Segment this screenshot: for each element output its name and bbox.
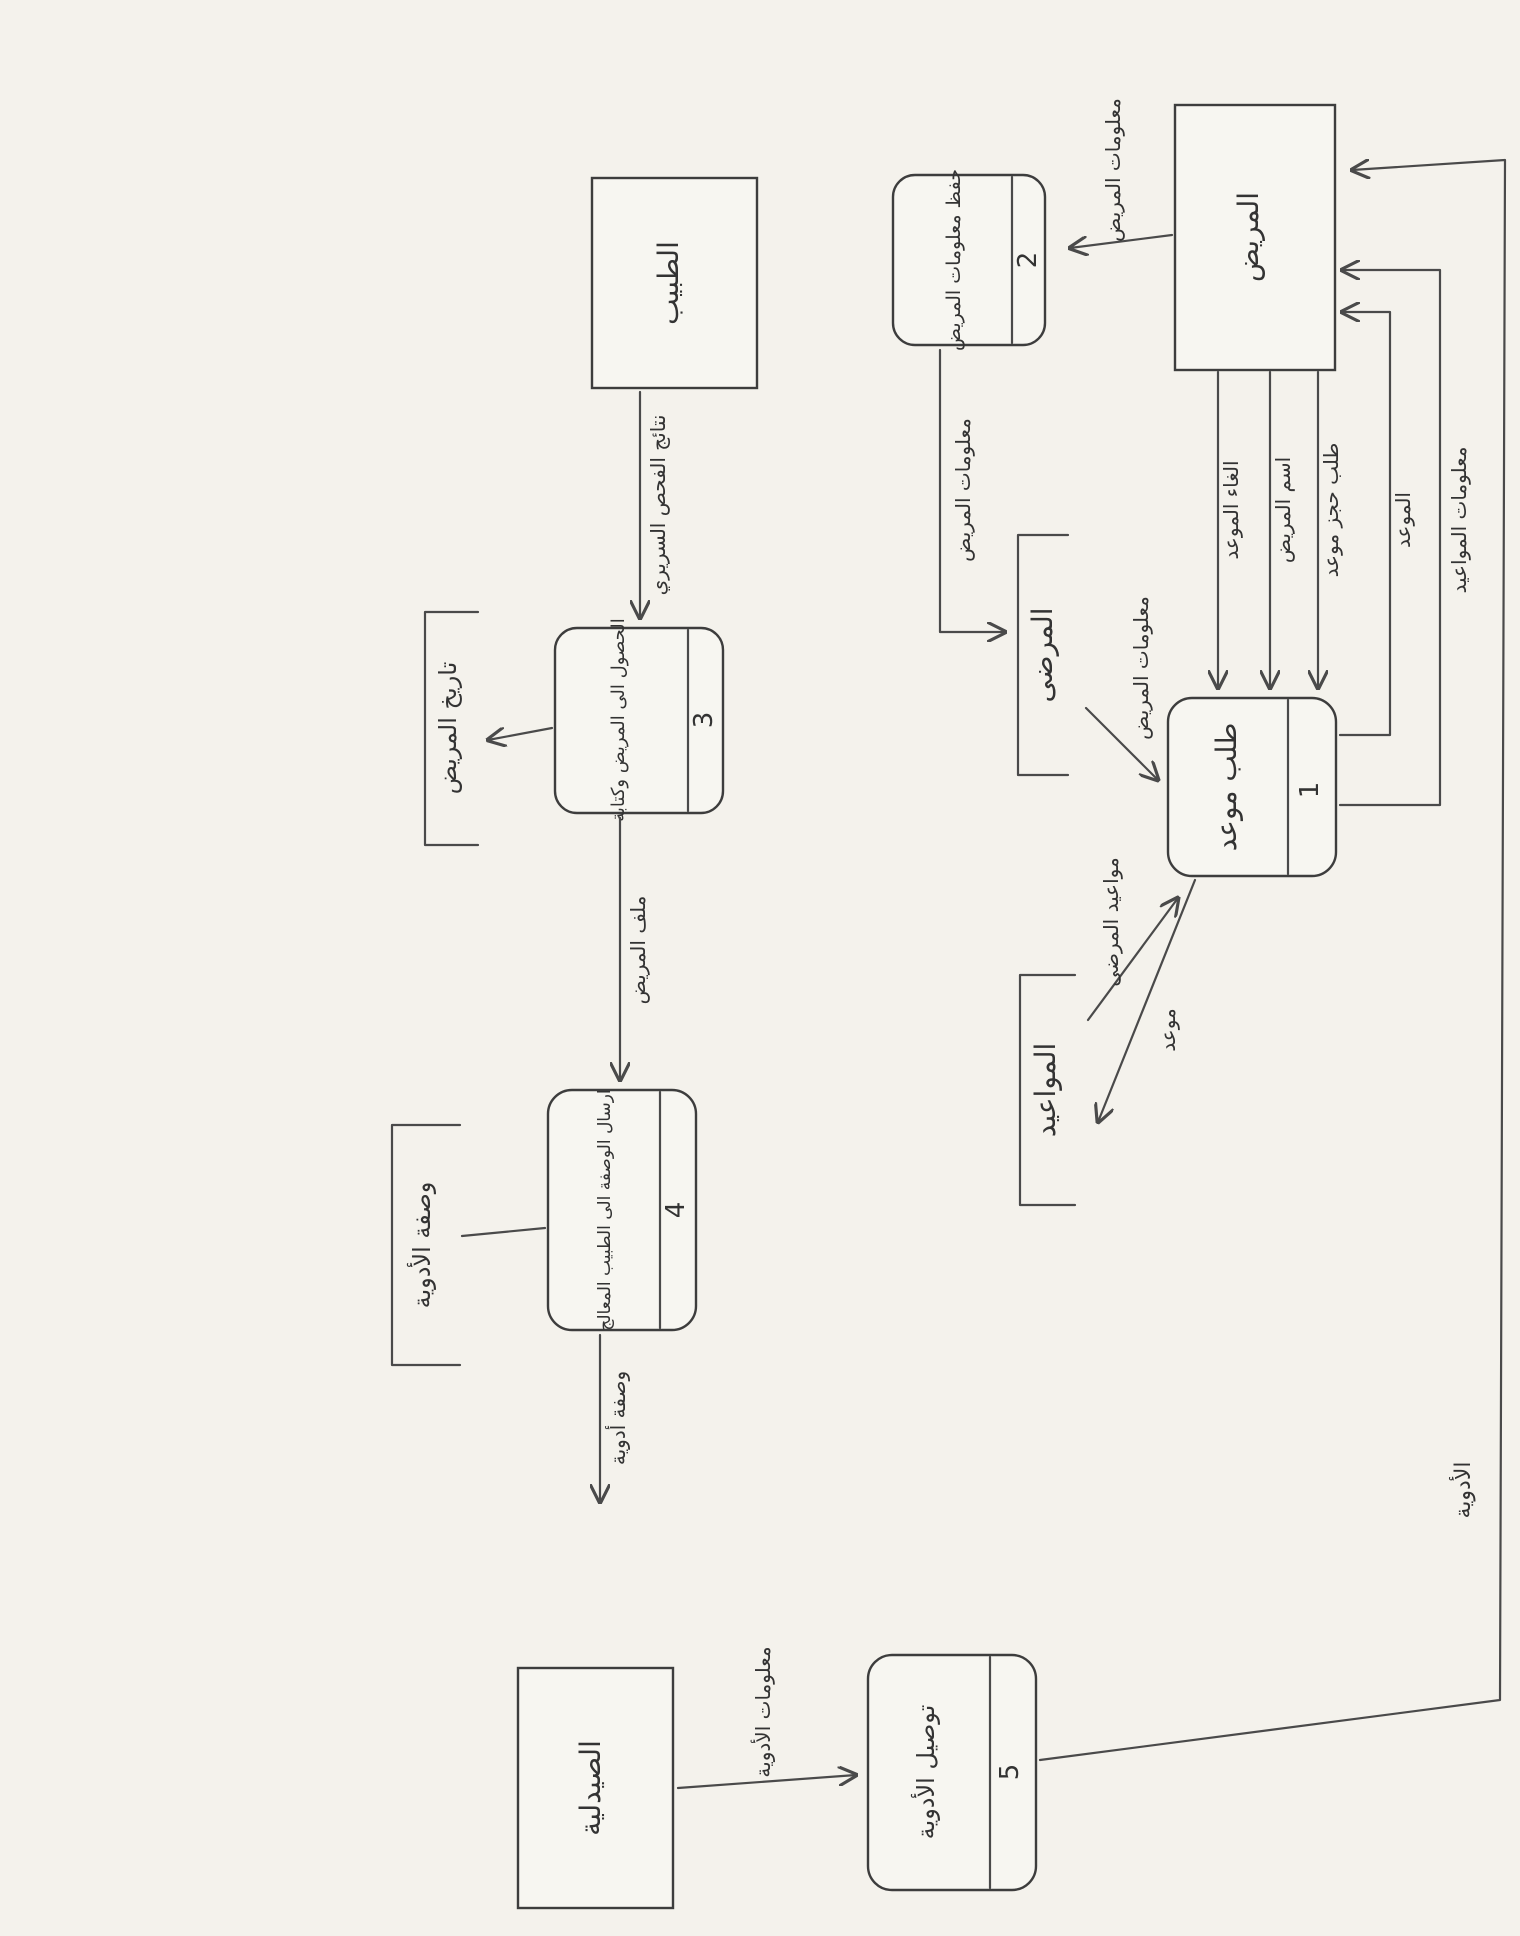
entity-doctor-label: الطبيب — [652, 241, 685, 325]
flow-appointment-confirm: الموعد — [1338, 312, 1415, 737]
process-3: 3 الحصول الى المريض وكتابة — [553, 618, 725, 822]
flow-patient-info-p1-label: معلومات المريض — [1129, 596, 1153, 740]
process-5-name: توصيل الأدوية — [911, 1705, 940, 1840]
process-3-name: الحصول الى المريض وكتابة — [608, 618, 629, 821]
flow-p4-to-prescription — [460, 1226, 547, 1238]
flow-cancel-appointment-label: الغاء الموعد — [1219, 460, 1243, 559]
flow-p5-to-patient: الأدوية — [1038, 158, 1507, 1762]
process-2-number: 2 — [1013, 252, 1043, 269]
entity-pharmacy-label: الصيدلية — [574, 1740, 607, 1836]
flow-p4-prescription-out: وصفة أدوية — [600, 1333, 630, 1502]
process-1: 1 طلب موعد — [1166, 696, 1338, 878]
store-patients: المرضى — [1016, 533, 1070, 777]
flow-prescription-label: وصفة أدوية — [605, 1371, 630, 1465]
flow-patient-name-label: اسم المريض — [1271, 457, 1295, 563]
entity-patient-label: المريض — [1232, 192, 1265, 282]
process-3-number: 3 — [689, 712, 719, 729]
flow-p3-to-history — [488, 726, 554, 740]
flow-patient-to-p2: معلومات المريض — [1070, 98, 1174, 248]
flow-doctor-to-p3: نتائج الفحص السريري — [640, 390, 671, 618]
entity-patient: المريض — [1173, 103, 1337, 372]
flow-cancel-appointment: الغاء الموعد — [1218, 370, 1243, 688]
flow-patient-info-top-label: معلومات المريض — [1101, 98, 1125, 242]
flow-appointment-info: معلومات المواعيد — [1338, 270, 1471, 807]
process-1-name: طلب موعد — [1210, 723, 1243, 852]
process-5-number: 5 — [995, 1764, 1025, 1781]
store-history-label: تاريخ المريض — [434, 662, 462, 795]
flow-patient-name: اسم المريض — [1270, 370, 1295, 688]
flow-appointment-info-label: معلومات المواعيد — [1447, 447, 1471, 594]
flow-check-results-label: نتائج الفحص السريري — [646, 415, 671, 596]
flow-patient-info-store-label: معلومات المريض — [951, 418, 975, 562]
flow-request-appointment-label: طلب حجز موعد — [1319, 443, 1343, 578]
flow-p3-to-p4: ملف المريض — [620, 816, 650, 1080]
flow-appointment-confirm-label: الموعد — [1391, 492, 1415, 548]
store-history: تاريخ المريض — [423, 610, 480, 847]
store-prescription: وصفة الأدوية — [390, 1123, 462, 1367]
process-4-name: ارسال الوصفة الى الطبيب المعالج — [595, 1089, 615, 1330]
entity-pharmacy: الصيدلية — [516, 1666, 675, 1910]
flow-medicine-info-label: معلومات الأدوية — [751, 1646, 775, 1777]
store-appointments-label: المواعيد — [1029, 1043, 1062, 1138]
process-5: 5 توصيل الأدوية — [866, 1653, 1038, 1892]
flow-appointment-details-label: مواعيد المرضى — [1099, 857, 1123, 986]
store-prescription-label: وصفة الأدوية — [407, 1182, 436, 1309]
flow-appointment-out-label: موعد — [1156, 1008, 1180, 1051]
process-2: 2 حفظ معلومات المريض — [891, 169, 1047, 351]
store-appointments: المواعيد — [1018, 973, 1077, 1207]
flow-patient-file-label: ملف المريض — [626, 896, 650, 1005]
process-1-number: 1 — [1295, 782, 1325, 799]
process-4: 4 ارسال الوصفة الى الطبيب المعالج — [546, 1088, 698, 1332]
flow-p1-to-appointments: موعد — [1098, 878, 1197, 1122]
flow-medicine-delivery-label: الأدوية — [1449, 1462, 1476, 1519]
entity-doctor: الطبيب — [590, 176, 759, 390]
process-2-name: حفظ معلومات المريض — [943, 169, 965, 351]
process-4-number: 4 — [661, 1202, 691, 1219]
store-patients-label: المرضى — [1026, 607, 1059, 702]
flow-appointments-to-p1: مواعيد المرضى — [1086, 857, 1178, 1022]
flow-request-appointment: طلب حجز موعد — [1318, 370, 1343, 688]
flow-patients-to-p1: معلومات المريض — [1084, 596, 1158, 780]
flow-pharmacy-to-p5: معلومات الأدوية — [676, 1646, 856, 1790]
flow-p2-to-patients: معلومات المريض — [938, 348, 1005, 632]
